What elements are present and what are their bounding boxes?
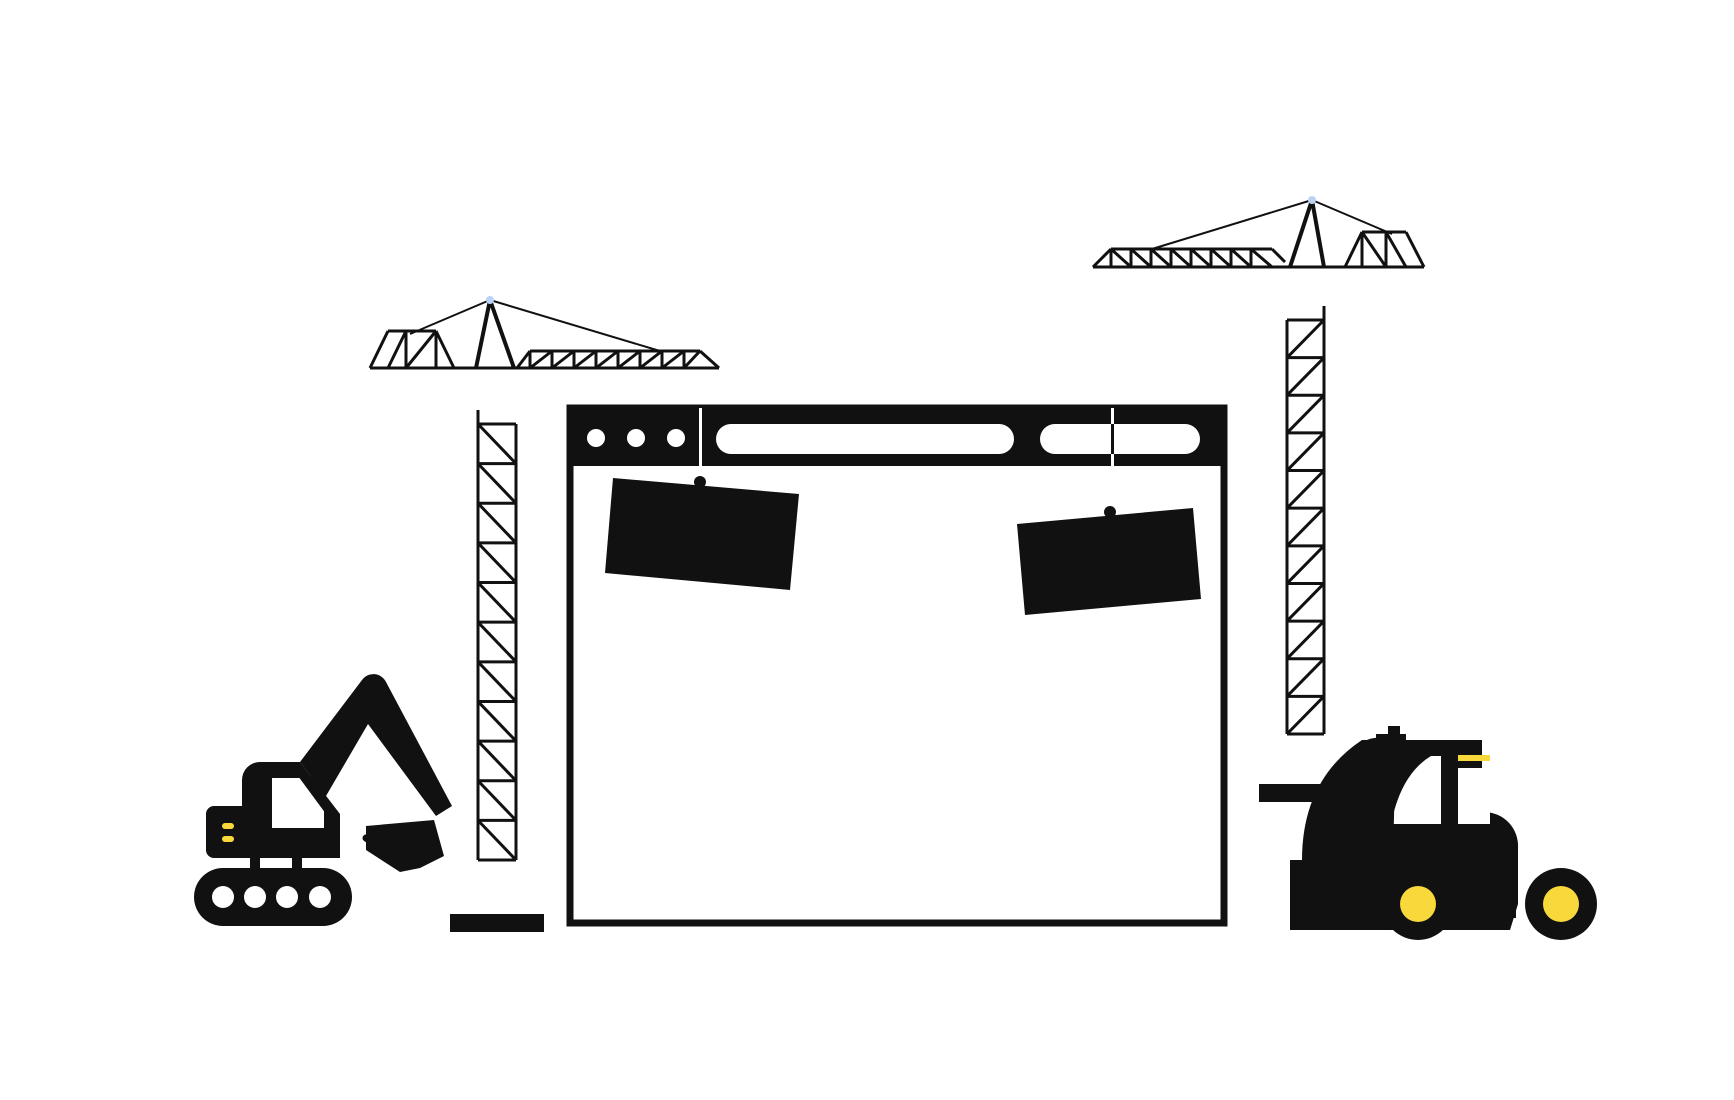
window-dot-icon — [627, 429, 645, 447]
window-controls — [587, 429, 685, 447]
forklift-icon — [1259, 726, 1597, 940]
tower-brace — [1285, 431, 1326, 472]
tower-brace — [1285, 356, 1326, 397]
tower-brace — [476, 621, 518, 663]
crane-right-icon — [1091, 196, 1426, 736]
excavator-light-icon — [222, 836, 234, 842]
window-dot-icon — [667, 429, 685, 447]
hanging-sign-left-icon — [605, 476, 799, 590]
excavator-light-icon — [222, 823, 234, 829]
tower-brace — [476, 502, 518, 544]
forklift-light-icon — [1458, 755, 1490, 761]
tower-brace — [476, 740, 518, 782]
window-dot-icon — [587, 429, 605, 447]
tower-brace — [1285, 657, 1326, 698]
tower-brace — [476, 541, 518, 584]
tower-brace — [1285, 620, 1326, 660]
crane-pivot-icon — [486, 296, 494, 304]
crane-pivot-icon — [1308, 196, 1316, 204]
address-bar — [716, 424, 1014, 454]
tower-brace — [476, 422, 518, 465]
tower-brace — [1285, 469, 1326, 510]
tower-brace — [476, 581, 518, 624]
tower-brace — [476, 779, 518, 822]
wheel-hub-icon — [1543, 886, 1579, 922]
wheel-hub-icon — [1400, 886, 1436, 922]
tower-brace — [1285, 507, 1326, 547]
hanging-sign-right-icon — [1017, 506, 1201, 615]
tower-brace — [1285, 318, 1326, 359]
tower-brace — [1285, 394, 1326, 434]
browser-window-icon — [566, 404, 1228, 927]
ground-segment — [450, 914, 544, 932]
tower-brace — [1285, 582, 1326, 623]
tower-brace — [1285, 544, 1326, 585]
tower-brace — [1285, 695, 1326, 736]
crane-left-icon — [368, 296, 721, 862]
tower-brace — [476, 462, 518, 505]
tower-brace — [476, 660, 518, 703]
tower-brace — [476, 819, 518, 862]
tower-brace — [476, 700, 518, 743]
toolbar-pill — [1040, 424, 1200, 454]
excavator-icon — [194, 674, 544, 932]
